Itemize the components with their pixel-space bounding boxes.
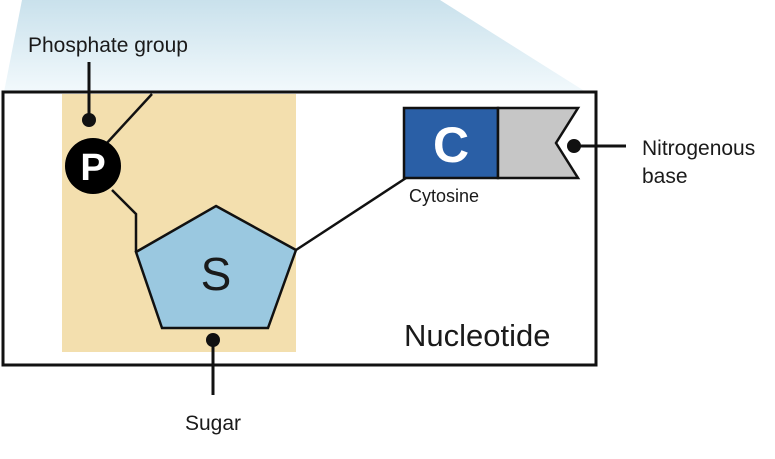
base-callout-label-line1: Nitrogenous: [642, 137, 755, 160]
sugar-callout-label: Sugar: [185, 412, 241, 435]
sugar-callout-dot: [206, 333, 220, 347]
phosphate-callout-label: Phosphate group: [28, 34, 188, 57]
nucleotide-label: Nucleotide: [404, 318, 550, 353]
phosphate-letter: P: [80, 147, 105, 189]
bond-phosphate-up: [105, 93, 153, 145]
zoom-wedge: [4, 0, 586, 92]
sugar-letter: S: [201, 248, 232, 300]
base-callout-dot: [567, 139, 581, 153]
base-box: [402, 106, 500, 180]
phosphate-circle: [65, 138, 121, 194]
base-tail: [496, 106, 581, 180]
base-callout-label-line2: base: [642, 165, 688, 188]
base-letter: C: [433, 117, 469, 173]
base-name: Cytosine: [409, 186, 479, 206]
bond-phosphate-sugar: [111, 189, 138, 252]
sugar-pentagon: [134, 204, 298, 330]
phosphate-callout-dot: [82, 113, 96, 127]
bond-sugar-base: [295, 176, 407, 252]
